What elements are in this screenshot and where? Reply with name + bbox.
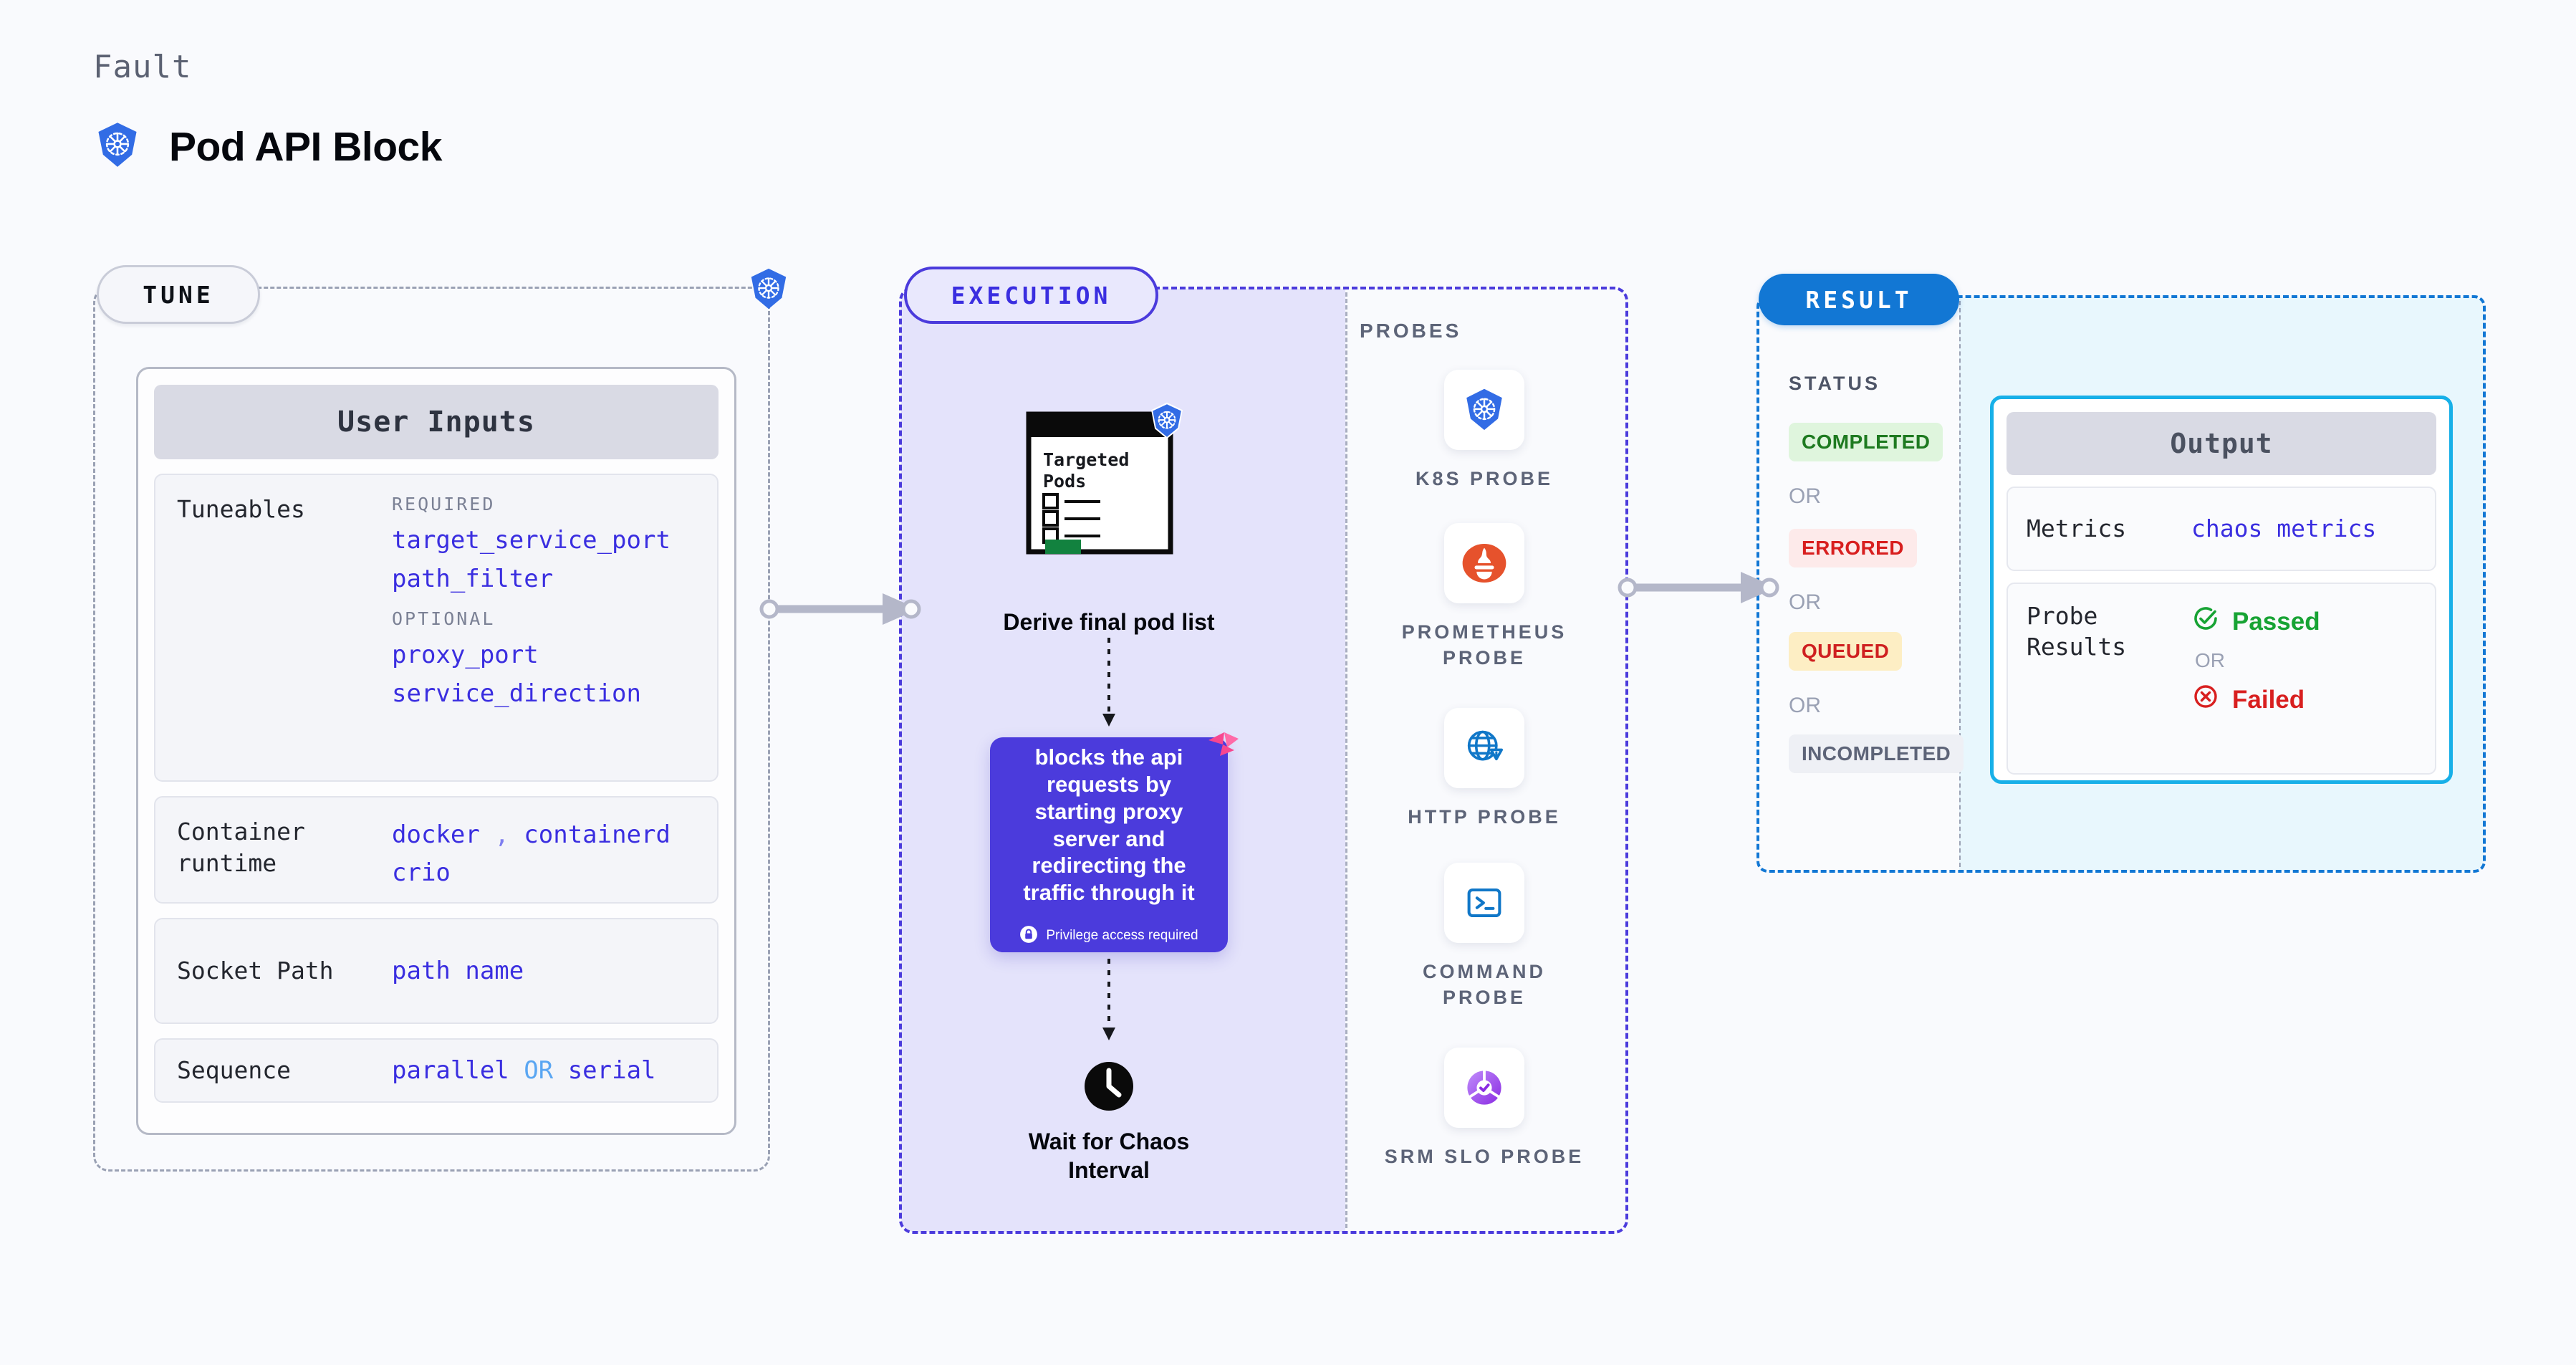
runtime-docker[interactable]: docker xyxy=(392,820,480,849)
probe-results-row: Probe Results Passed OR xyxy=(2007,583,2436,775)
sequence-key: Sequence xyxy=(177,1056,291,1085)
tuneable-path-filter[interactable]: path_filter xyxy=(392,564,554,593)
output-card: Output Metrics chaos metrics Probe Resul… xyxy=(1990,396,2453,784)
svg-text:Pods: Pods xyxy=(1043,471,1086,492)
sequence-row: Sequence parallel OR serial xyxy=(154,1038,719,1103)
svg-text:Targeted: Targeted xyxy=(1043,449,1129,470)
connector-execution-to-result xyxy=(1618,572,1779,603)
status-or-3: OR xyxy=(1789,694,1821,717)
tuneables-row: Tuneables REQUIRED target_service_port p… xyxy=(154,474,719,782)
tune-stage-tag[interactable]: TUNE xyxy=(97,265,260,324)
sequence-serial[interactable]: serial xyxy=(567,1055,656,1085)
fault-action-card: blocks the api requests by starting prox… xyxy=(990,737,1228,952)
status-badge-errored: ERRORED xyxy=(1789,529,1917,567)
probe-prometheus[interactable]: PROMETHEUS PROBE xyxy=(1380,523,1588,671)
probe-label: HTTP PROBE xyxy=(1408,806,1561,828)
kubernetes-icon xyxy=(93,120,142,173)
prometheus-icon xyxy=(1444,523,1524,603)
probe-k8s[interactable]: K8S PROBE xyxy=(1380,370,1588,492)
probe-srm-slo[interactable]: SRM SLO PROBE xyxy=(1380,1048,1588,1169)
fault-action-text: blocks the api requests by starting prox… xyxy=(1023,744,1195,906)
probe-verdict-or: OR xyxy=(2195,649,2225,671)
tuneable-proxy-port[interactable]: proxy_port xyxy=(392,641,539,670)
optional-subheading: OPTIONAL xyxy=(392,608,496,630)
privilege-note: Privilege access required xyxy=(1019,925,1198,947)
page-title: Pod API Block xyxy=(169,123,442,170)
runtime-containerd[interactable]: containerd xyxy=(524,820,671,849)
sequence-or-label: OR xyxy=(524,1055,554,1085)
kubernetes-icon xyxy=(1444,370,1524,450)
runtime-separator: , xyxy=(494,820,509,849)
socket-path-row: Socket Path path name xyxy=(154,918,719,1024)
container-runtime-key: Container runtime xyxy=(177,818,305,877)
kubernetes-icon xyxy=(1148,401,1186,444)
terminal-icon xyxy=(1444,863,1524,943)
probe-http[interactable]: HTTP PROBE xyxy=(1380,708,1588,830)
metrics-row: Metrics chaos metrics xyxy=(2007,487,2436,571)
result-status-column xyxy=(1759,297,1959,871)
result-divider xyxy=(1959,301,1961,867)
execution-stage-tag[interactable]: EXECUTION xyxy=(904,267,1158,324)
probes-divider xyxy=(1345,292,1347,1228)
probe-verdict-passed: Passed xyxy=(2191,604,2416,639)
user-inputs-card: User Inputs Tuneables REQUIRED target_se… xyxy=(136,367,736,1135)
probes-heading: PROBES xyxy=(1360,320,1462,342)
output-card-title: Output xyxy=(2007,412,2436,475)
metrics-value[interactable]: chaos metrics xyxy=(2191,514,2377,542)
fault-eyebrow-label: Fault xyxy=(93,49,192,85)
runtime-crio[interactable]: crio xyxy=(392,858,451,887)
x-circle-icon xyxy=(2191,682,2220,717)
status-badge-incompleted: INCOMPLETED xyxy=(1789,734,1964,773)
tuneable-target-service-port[interactable]: target_service_port xyxy=(392,526,671,555)
status-badge-queued: QUEUED xyxy=(1789,632,1903,671)
clock-icon xyxy=(1082,1059,1136,1117)
user-inputs-title: User Inputs xyxy=(154,385,719,459)
arrow-derive-to-action xyxy=(1102,638,1115,727)
required-subheading: REQUIRED xyxy=(392,494,496,514)
socket-path-value[interactable]: path name xyxy=(392,956,524,985)
probe-command[interactable]: COMMAND PROBE xyxy=(1380,863,1588,1011)
probe-verdict-failed: Failed xyxy=(2191,682,2416,717)
tuneable-service-direction[interactable]: service_direction xyxy=(392,679,641,709)
check-circle-icon xyxy=(2191,604,2220,639)
container-runtime-row: Container runtime docker , containerd cr… xyxy=(154,796,719,904)
probe-label: COMMAND PROBE xyxy=(1423,961,1546,1009)
wait-for-chaos-interval-caption: Wait for Chaos Interval xyxy=(1028,1129,1190,1184)
targeted-pods-node: Targeted Pods xyxy=(1026,410,1191,555)
status-or-1: OR xyxy=(1789,484,1821,508)
chaos-emblem-icon xyxy=(1206,729,1243,770)
status-badge-completed: COMPLETED xyxy=(1789,423,1943,461)
probe-label: K8S PROBE xyxy=(1415,468,1554,489)
slo-gauge-icon xyxy=(1444,1048,1524,1128)
connector-tune-to-execution xyxy=(759,593,921,625)
arrow-action-to-wait xyxy=(1102,959,1115,1040)
probe-label: SRM SLO PROBE xyxy=(1384,1146,1585,1167)
lock-icon xyxy=(1019,925,1038,947)
sequence-parallel[interactable]: parallel xyxy=(392,1055,509,1085)
socket-path-key: Socket Path xyxy=(177,957,334,985)
execution-panel xyxy=(899,287,1628,1234)
metrics-key: Metrics xyxy=(2027,514,2127,542)
tune-panel xyxy=(93,287,770,1172)
tuneables-key: Tuneables xyxy=(177,495,305,523)
globe-warning-icon xyxy=(1444,708,1524,788)
probe-label: PROMETHEUS PROBE xyxy=(1401,621,1567,669)
targeted-pods-progress-bar xyxy=(1045,540,1081,554)
status-heading: STATUS xyxy=(1789,373,1880,394)
probe-results-key: Probe Results xyxy=(2027,602,2127,661)
fault-title-row: Pod API Block xyxy=(93,120,442,173)
status-or-2: OR xyxy=(1789,590,1821,614)
kubernetes-icon xyxy=(746,267,791,315)
derive-pod-list-caption: Derive final pod list xyxy=(1003,609,1215,635)
result-stage-tag[interactable]: RESULT xyxy=(1759,274,1959,325)
